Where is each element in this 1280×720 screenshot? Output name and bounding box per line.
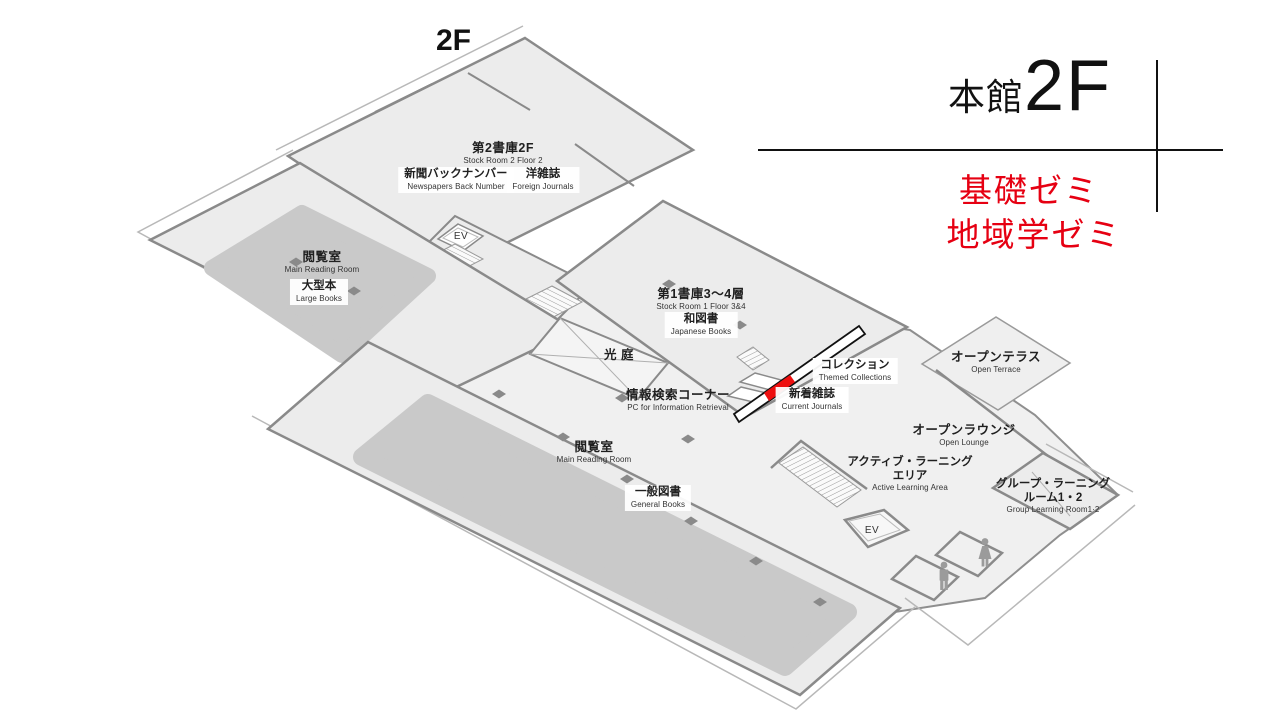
label-ev-south: EV — [864, 525, 880, 536]
floor-tag: 2F — [436, 24, 472, 57]
label-group-learning: グループ・ラーニング ルーム1・2 Group Learning Room1·2 — [995, 478, 1111, 515]
title-floor: 2F — [1024, 46, 1113, 126]
open-terrace-block — [920, 316, 1072, 411]
light-court — [528, 316, 670, 401]
seminar-label-2: 地域学ゼミ — [946, 216, 1122, 253]
label-newspapers: 新聞バックナンバー Newspapers Back Number — [398, 167, 514, 193]
label-open-lounge: オープンラウンジ Open Lounge — [912, 423, 1016, 447]
label-japanese-books: 和図書 Japanese Books — [664, 312, 738, 338]
label-stock-room-1: 第1書庫3～4層 Stock Room 1 Floor 3&4 — [656, 287, 746, 311]
female-icon — [978, 538, 992, 567]
grand-staircase — [770, 439, 868, 508]
label-general-books: 一般図書 General Books — [624, 485, 692, 511]
title-underline — [758, 149, 1223, 151]
elevator-south — [842, 508, 911, 549]
label-ev-north: EV — [453, 231, 469, 242]
male-icon — [939, 561, 949, 590]
label-active-learning: アクティブ・ラーニング エリア Active Learning Area — [847, 456, 973, 493]
lounge-walls — [935, 369, 1049, 457]
label-stock-room-2: 第2書庫2F Stock Room 2 Floor 2 — [463, 141, 543, 165]
label-open-terrace: オープンテラス Open Terrace — [950, 350, 1042, 374]
title-sideline — [1156, 60, 1158, 212]
label-large-books: 大型本 Large Books — [289, 279, 349, 305]
label-light-court: 光 庭 — [604, 348, 634, 362]
group-learning-room — [990, 451, 1121, 531]
label-reading-room-main: 閲覧室 Main Reading Room — [556, 440, 632, 464]
label-current-journals: 新着雑誌 Current Journals — [775, 387, 849, 413]
label-collections: コレクション Themed Collections — [812, 358, 898, 384]
label-foreign-journals: 洋雑誌 Foreign Journals — [506, 167, 580, 193]
title-building: 本館 — [948, 77, 1024, 118]
reading-room-south-wing — [265, 340, 903, 697]
label-info-retrieval: 情報検索コーナー PC for Information Retrieval — [625, 388, 731, 412]
label-reading-room-west: 閲覧室 Main Reading Room — [284, 250, 360, 274]
seminar-label-1: 基礎ゼミ — [959, 172, 1099, 209]
